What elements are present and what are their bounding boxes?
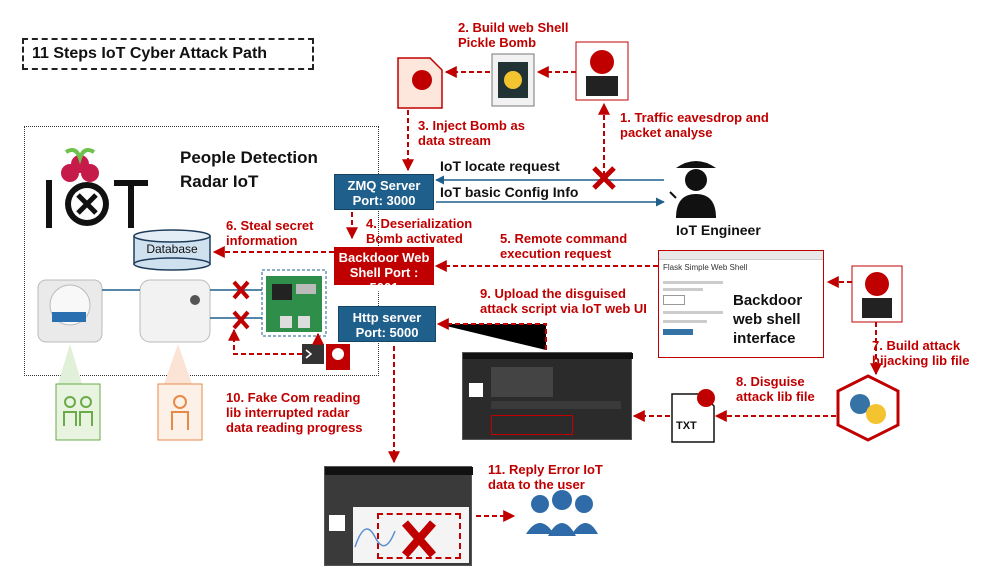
iot-engineer-icon bbox=[669, 161, 716, 218]
browser-bar bbox=[659, 251, 823, 260]
step-4-label: 4. Deserialization Bomb activated bbox=[366, 216, 473, 246]
http-server-line1: Http server bbox=[352, 310, 422, 325]
locate-request-label: IoT locate request bbox=[440, 158, 560, 174]
step-9-label: 9. Upload the disguised attack script vi… bbox=[480, 286, 647, 316]
step-1-label: 1. Traffic eavesdrop and packet analyse bbox=[620, 110, 769, 140]
step-3-label: 3. Inject Bomb as data stream bbox=[418, 118, 525, 148]
raspberry-logo-icon bbox=[46, 148, 148, 228]
web-shell-title: Flask Simple Web Shell bbox=[663, 263, 748, 272]
txt-file-label: TXT bbox=[676, 420, 697, 432]
step-5-label: 5. Remote command execution request bbox=[500, 231, 628, 261]
zmq-server-line2: Port: 3000 bbox=[352, 193, 416, 208]
single-person-icon bbox=[157, 383, 203, 441]
backdoor-server-line2: Shell Port : 5001 bbox=[349, 265, 419, 295]
step-10-label: 10. Fake Com reading lib interrupted rad… bbox=[226, 390, 363, 435]
pickle-bomb-file-icon bbox=[397, 57, 443, 109]
zmq-server-line1: ZMQ Server bbox=[347, 178, 421, 193]
step-11-label: 11. Reply Error IoT data to the user bbox=[488, 462, 603, 492]
step-2-label: 2. Build web Shell Pickle Bomb bbox=[458, 20, 569, 50]
cut-x-icon bbox=[232, 280, 250, 330]
diagram-title: 11 Steps IoT Cyber Attack Path bbox=[22, 38, 314, 70]
terminal-icon bbox=[302, 344, 324, 364]
step-6-label: 6. Steal secret information bbox=[226, 218, 314, 248]
radar-sensor-icon bbox=[37, 279, 103, 343]
skull-icon bbox=[326, 344, 350, 370]
error-x-icon bbox=[354, 520, 437, 558]
zmq-server-box: ZMQ Server Port: 3000 bbox=[334, 174, 434, 210]
web-shell-screenshot: Flask Simple Web Shell Backdoor web shel… bbox=[658, 250, 824, 358]
txt-file-icon bbox=[671, 389, 715, 443]
raspberry-pi-board-icon bbox=[261, 269, 327, 337]
python-script-icon bbox=[491, 53, 535, 107]
backdoor-server-box: Backdoor Web Shell Port : 5001 bbox=[334, 247, 434, 295]
config-info-label: IoT basic Config Info bbox=[440, 184, 579, 200]
people-group-icon bbox=[55, 383, 101, 441]
radar-device-icon bbox=[139, 279, 211, 343]
web-shell-form bbox=[663, 277, 723, 347]
step-7-label: 7. Build attack hijacking lib file bbox=[872, 338, 970, 368]
python-hijack-lib-icon bbox=[836, 374, 900, 442]
hacker-icon-top bbox=[575, 41, 629, 101]
hacker-icon-right bbox=[851, 265, 903, 323]
step-8-label: 8. Disguise attack lib file bbox=[736, 374, 815, 404]
database-label: Database bbox=[146, 242, 198, 256]
web-shell-label: Backdoor web shell interface bbox=[733, 292, 803, 347]
engineer-label: IoT Engineer bbox=[676, 222, 761, 238]
http-server-box: Http server Port: 5000 bbox=[338, 306, 436, 342]
user-dashboard-screenshot bbox=[324, 466, 473, 566]
http-server-line2: Port: 5000 bbox=[355, 325, 419, 340]
users-group-icon bbox=[526, 490, 598, 536]
database-icon bbox=[133, 229, 211, 271]
region-title: People Detection Radar IoT bbox=[180, 148, 318, 191]
backdoor-server-line1: Backdoor Web bbox=[338, 250, 430, 265]
iot-web-ui-screenshot bbox=[462, 352, 633, 440]
